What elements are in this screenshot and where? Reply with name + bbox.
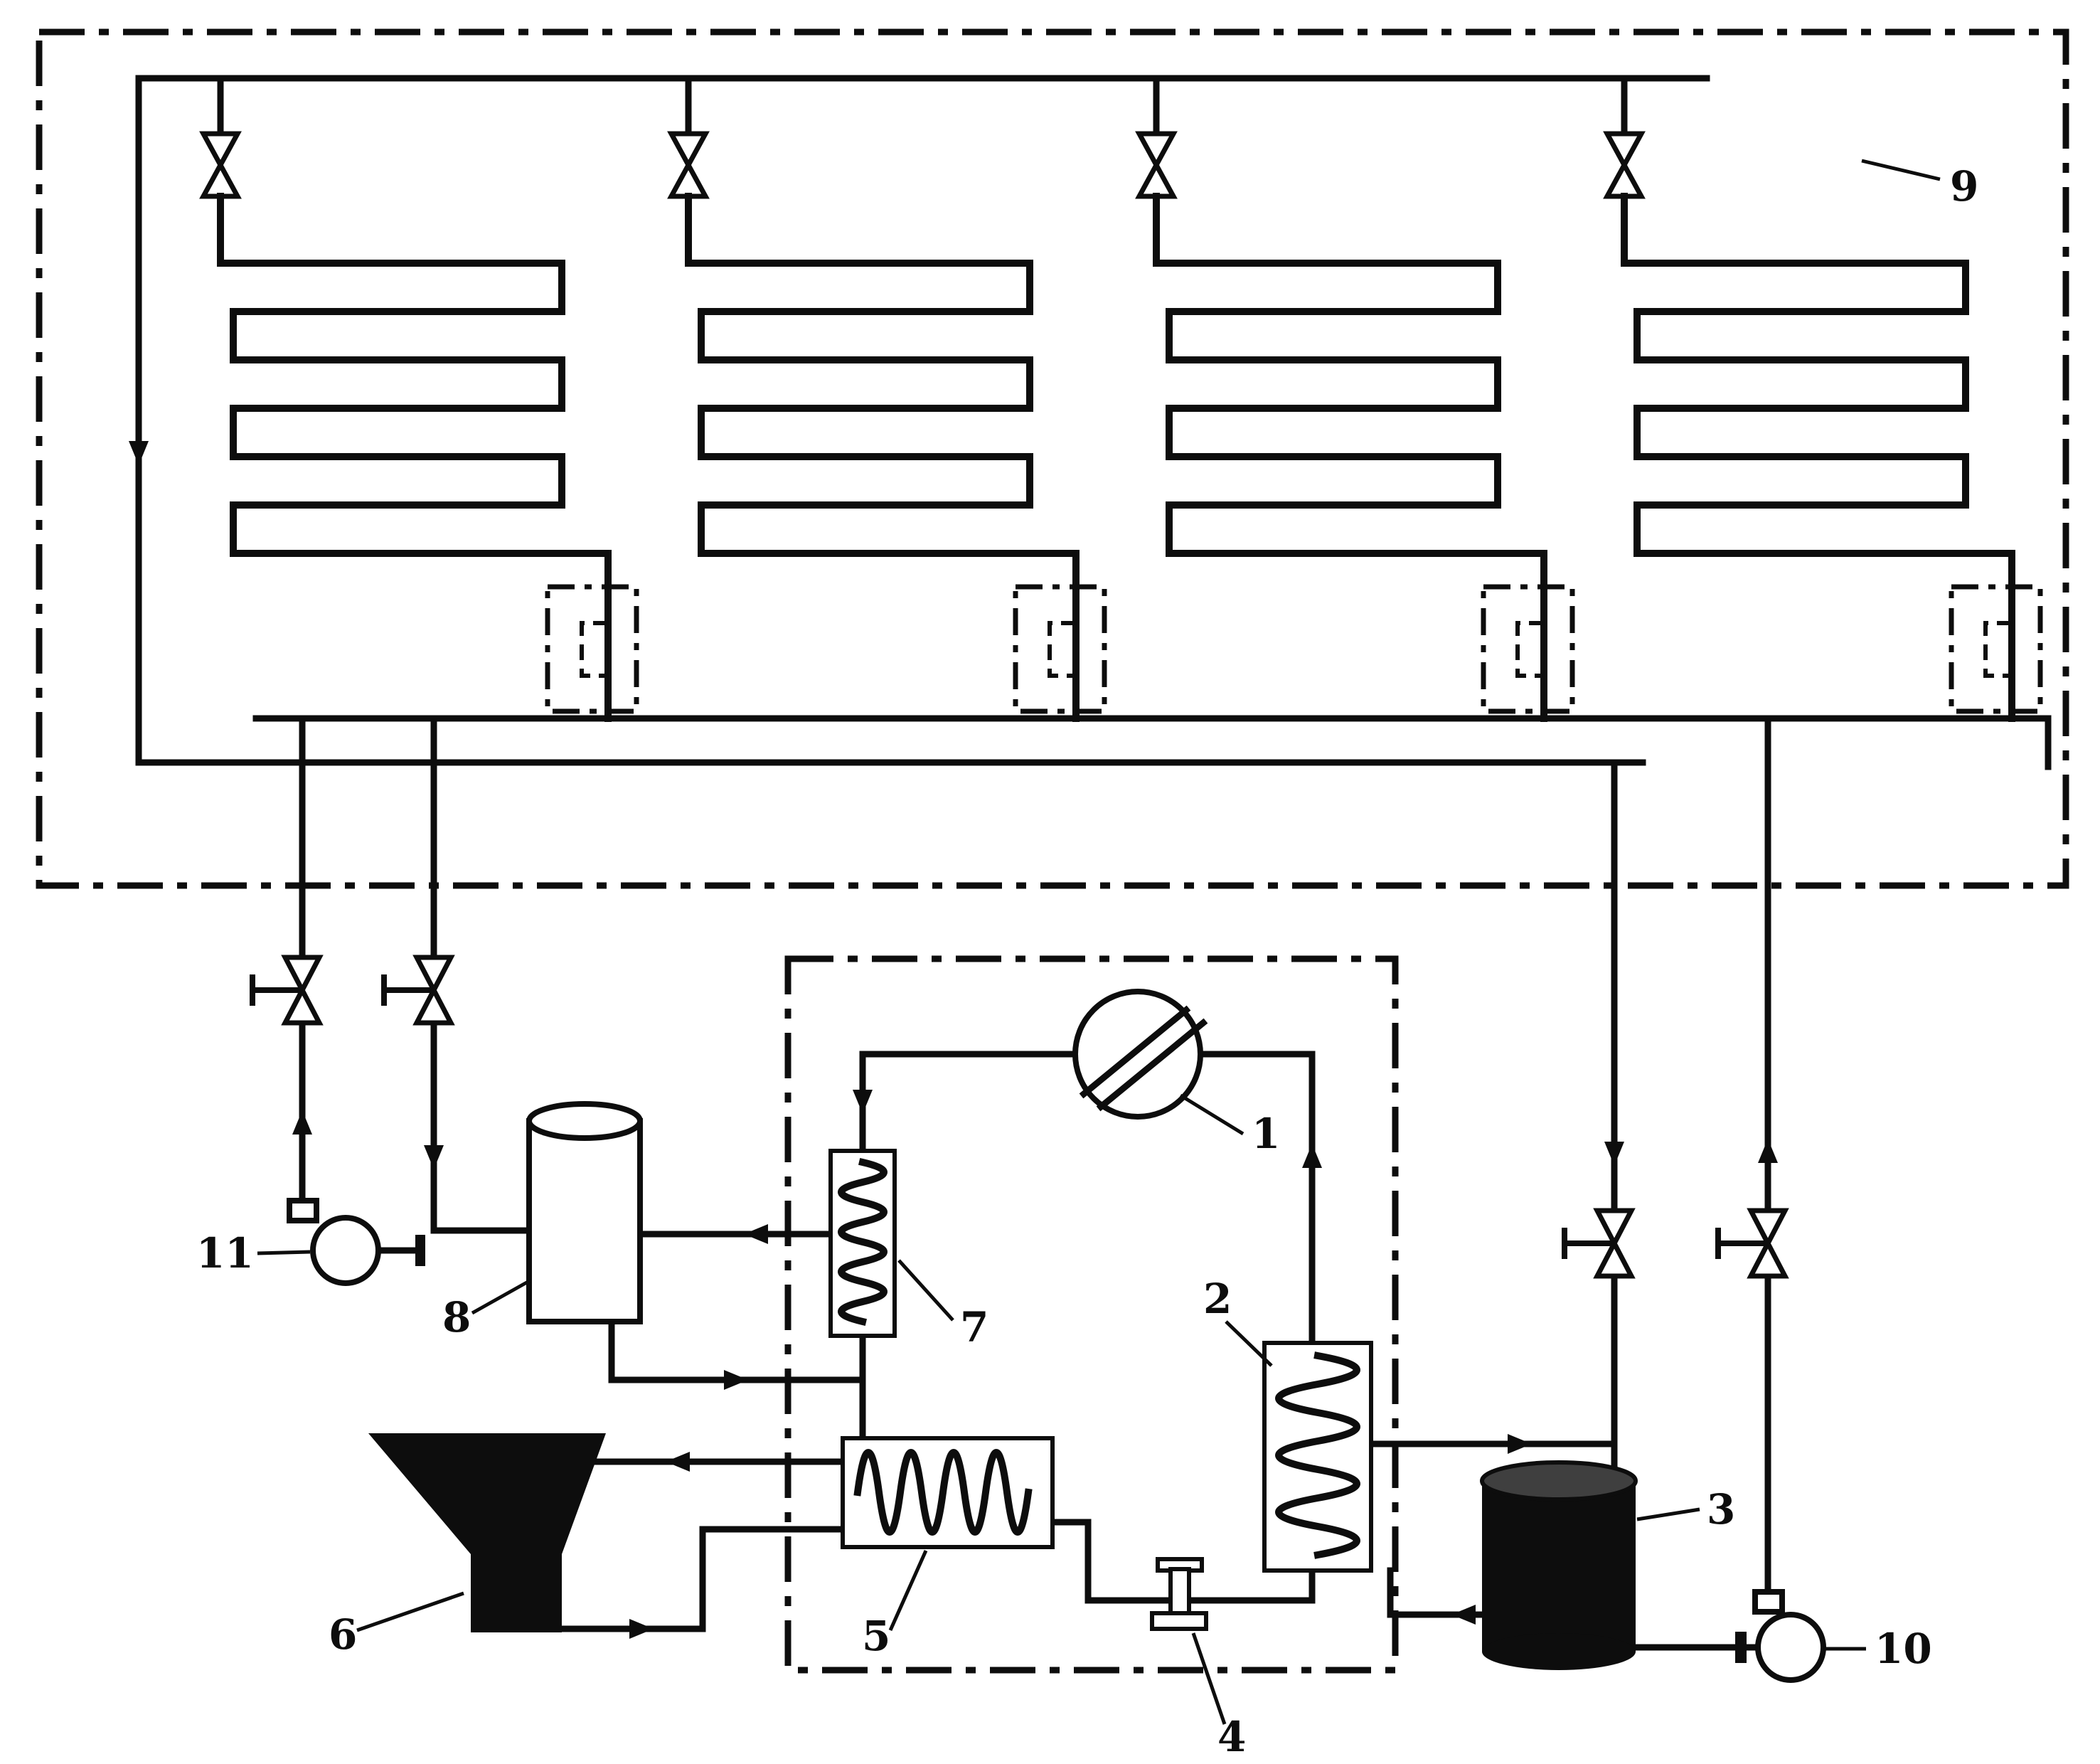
plate-heat-exchanger-7: [828, 1149, 897, 1338]
flow-arrow-up: [1758, 1139, 1778, 1163]
label-condenser: 2: [1203, 1275, 1273, 1367]
cooling-funnel-6: [368, 1433, 606, 1632]
flow-arrows: [129, 441, 1778, 1639]
label-tank: 3: [1636, 1485, 1735, 1534]
evaporator-bank: [203, 78, 2040, 718]
shutoff-valve-right-1: [1562, 1208, 1636, 1279]
coil5-to-hx2-pipe: [1049, 1519, 1316, 1604]
funnel-to-coil5-pipe: [560, 1526, 846, 1632]
separator-drop-lower: [430, 1019, 533, 1234]
evaporator-coil-1: [203, 78, 636, 718]
flow-arrow-left: [1451, 1605, 1476, 1625]
svg-text:9: 9: [1950, 162, 1978, 211]
evaporator-coil-2: [671, 78, 1104, 718]
receiver-tank-3: [1480, 1460, 1638, 1670]
flow-arrow-down: [1604, 1142, 1624, 1166]
separator-to-hx7-pipe: [608, 1318, 866, 1383]
compressor: [1072, 989, 1208, 1120]
svg-text:4: 4: [1217, 1713, 1246, 1761]
label-coil-hx: 5: [862, 1549, 928, 1660]
label-compressor: 1: [1179, 1093, 1280, 1158]
shutoff-valve-left-1: [250, 955, 324, 1026]
pump-10: [1735, 1589, 1826, 1683]
svg-text:7: 7: [960, 1303, 988, 1351]
svg-text:10: 10: [1875, 1625, 1932, 1673]
flow-arrow-right: [724, 1370, 748, 1390]
labels: 1 2 3 4 5 6 7 8: [196, 159, 1978, 1761]
compressor-suction-pipe: [1197, 1051, 1316, 1346]
condenser-heat-exchanger-2: [1262, 1341, 1373, 1573]
label-plate-hx: 7: [897, 1259, 988, 1351]
separator-vessel-8: [526, 1101, 643, 1324]
flow-arrow-down: [424, 1145, 444, 1169]
svg-text:3: 3: [1707, 1485, 1735, 1534]
pipes: [135, 75, 2052, 1651]
flow-arrow-right: [1508, 1434, 1532, 1454]
svg-text:2: 2: [1203, 1275, 1232, 1323]
flow-arrow-up: [1302, 1144, 1322, 1168]
svg-text:8: 8: [442, 1293, 471, 1341]
coil-heat-exchanger-5: [841, 1436, 1055, 1549]
label-pump-10: 10: [1825, 1625, 1932, 1673]
flow-arrow-down: [853, 1090, 873, 1114]
flow-arrow-left: [666, 1452, 690, 1472]
expansion-valve-4: [1150, 1557, 1208, 1631]
flow-arrow-down: [129, 441, 149, 465]
svg-text:6: 6: [329, 1610, 357, 1659]
label-evaporator-section: 9: [1861, 159, 1978, 211]
svg-text:5: 5: [862, 1612, 890, 1660]
shutoff-valve-right-2: [1715, 1208, 1789, 1279]
label-pump-11: 11: [196, 1229, 311, 1277]
upper-return-header-pipe: [252, 715, 2052, 770]
label-expansion-valve: 4: [1191, 1632, 1246, 1761]
pump-11: [287, 1198, 425, 1286]
label-funnel: 6: [329, 1591, 464, 1659]
refrigeration-unit-boundary: [784, 955, 1399, 1674]
compressor-discharge-pipe: [859, 1051, 1079, 1154]
svg-text:1: 1: [1252, 1110, 1280, 1158]
shutoff-valve-left-2: [381, 955, 455, 1026]
evaporator-section-boundary: [36, 28, 2069, 889]
flow-arrow-left: [744, 1224, 768, 1244]
flow-arrow-right: [629, 1619, 654, 1639]
label-separator: 8: [442, 1278, 532, 1341]
flow-arrow-up: [292, 1110, 312, 1135]
evaporator-coil-3: [1139, 78, 1572, 718]
svg-text:11: 11: [196, 1229, 254, 1277]
